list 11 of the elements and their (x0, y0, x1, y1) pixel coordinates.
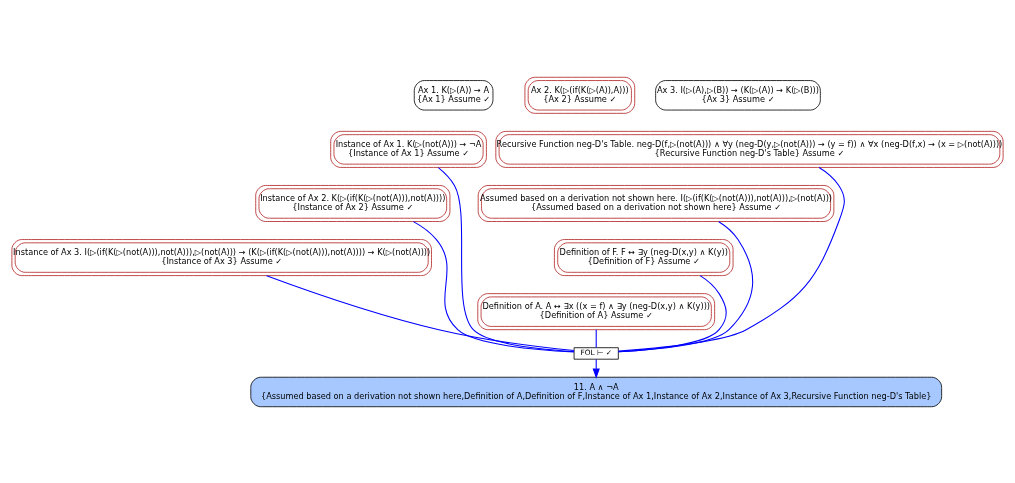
connector (595, 328, 597, 348)
connector (618, 166, 845, 352)
connector (617, 274, 727, 352)
connector (266, 274, 575, 351)
node-box: FOL ⊢ ✓ (573, 346, 619, 360)
node-box: Ax 1. K(▷(A)) → A {Ax 1} Assume ✓ (413, 79, 494, 110)
connector (412, 220, 575, 352)
arrow (592, 358, 600, 379)
node-box: 11. A ∧ ¬A {Assumed based on a derivation not shown here,Definition of A,Definition of F,Instance of Ax 1,Instance of Ax 2,Instance of Ax 3,Recursive Function neg-D's Table} (250, 376, 943, 407)
connector (617, 220, 754, 352)
node-box: Ax 3. I(▷(A),▷(B)) → (K(▷(A)) → K(▷(B))) {Ax 3} Assume ✓ (655, 79, 821, 110)
